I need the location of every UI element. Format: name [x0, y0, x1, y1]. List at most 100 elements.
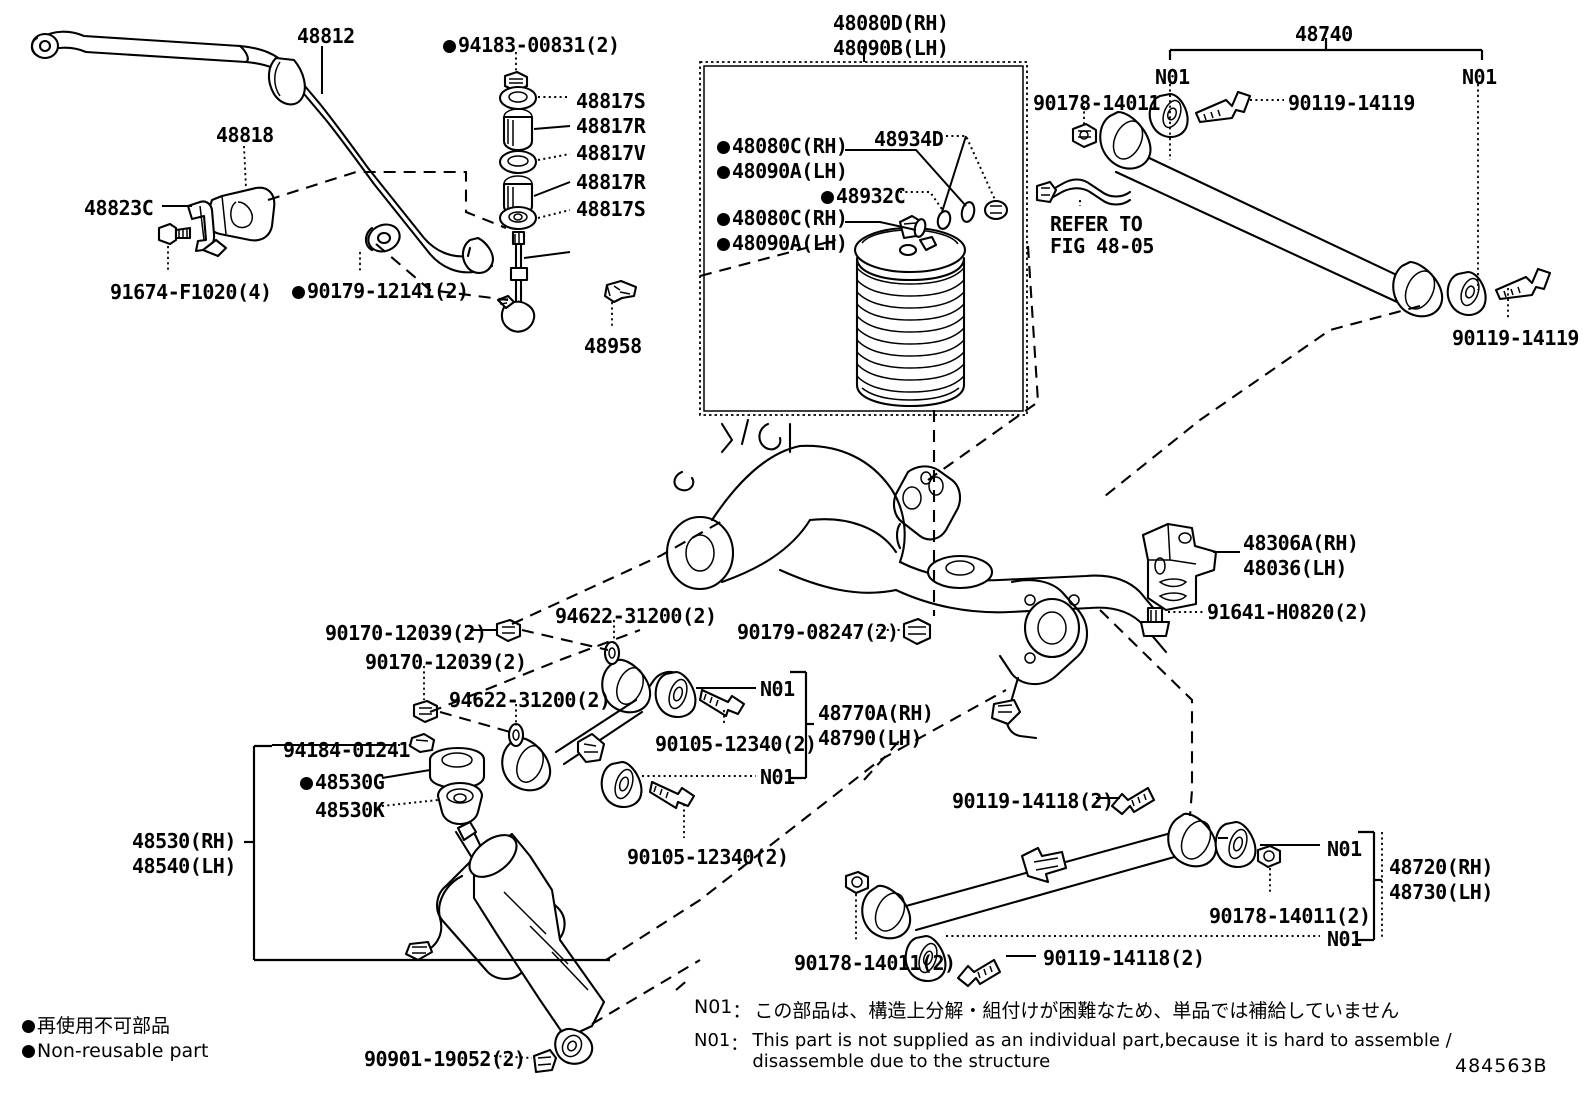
part-label-text: 48740	[1295, 22, 1353, 46]
part-label-text: 48770A(RH)	[818, 701, 934, 725]
part-label-48812: 48812	[297, 24, 355, 49]
part-label-text: 48090B(LH)	[833, 36, 949, 60]
air-spring-box	[699, 61, 1028, 416]
part-label-text: 48730(LH)	[1389, 880, 1493, 904]
part-label-90119-14118-2: 90119-14118(2)	[952, 789, 1114, 814]
part-label-text: 94183-00831(2)	[458, 33, 620, 57]
part-label-text: 48932C	[836, 184, 906, 208]
part-label-n01: N01	[760, 765, 795, 790]
lateral-rod-48740	[1099, 90, 1552, 318]
bracket-48306a	[1139, 522, 1218, 638]
part-label-90170-12039-2: 90170-12039(2)	[325, 621, 487, 646]
part-label-text: 90179-08247(2)	[737, 620, 899, 644]
part-label-text: 48530G	[315, 770, 385, 794]
legend: 再使用不可部品 Non-reusable part	[22, 1014, 208, 1064]
part-label-90119-14119: 90119-14119	[1288, 91, 1415, 116]
shock-absorber-48530	[404, 732, 606, 1074]
part-label-text: 90119-14118(2)	[1043, 946, 1205, 970]
part-label-48036-lh: 48036(LH)	[1243, 556, 1347, 581]
bracket-48770a	[790, 670, 814, 780]
bracket-48530	[244, 744, 610, 962]
part-label-text: 48080C(RH)	[732, 134, 848, 158]
part-label-94183-00831-2: 94183-00831(2)	[443, 33, 620, 58]
stabilizer-link-48830d	[496, 230, 536, 333]
air-spring-48080d	[853, 214, 967, 408]
notes-block: N01 ： この部品は、構造上分解・組付けが困難なため、単品では補給していません…	[694, 996, 1452, 1072]
part-label-48958: 48958	[584, 334, 642, 359]
part-label-text: N01	[1327, 837, 1362, 861]
part-label-90105-12340-2: 90105-12340(2)	[627, 845, 789, 870]
part-label-text: 48823C	[84, 196, 154, 220]
part-label-48080c-rh: 48080C(RH)	[717, 206, 848, 231]
stabilizer-bar-right-tail	[466, 246, 472, 258]
part-label-48090a-lh: 48090A(LH)	[717, 231, 848, 256]
part-label-text: 48036(LH)	[1243, 556, 1347, 580]
part-label-48817r: 48817R	[576, 170, 646, 195]
part-label-48770a-rh: 48770A(RH)	[818, 701, 934, 726]
note-tag-en: N01	[694, 1030, 731, 1051]
part-label-94622-31200-2: 94622-31200(2)	[449, 688, 611, 713]
part-label-text: 90105-12340(2)	[655, 732, 817, 756]
part-label-90178-14011-2: 90178-14011(2)	[794, 951, 956, 976]
part-label-text: 90178-14011(2)	[1209, 904, 1371, 928]
part-label-text: 48540(LH)	[132, 854, 236, 878]
part-label-48530k: 48530K	[315, 798, 385, 823]
bracket-48740	[1168, 38, 1484, 290]
note-text-en-2: disassemble due to the structure	[752, 1051, 1051, 1072]
part-label-text: 94622-31200(2)	[449, 688, 611, 712]
part-label-48790-lh: 48790(LH)	[818, 726, 922, 751]
part-label-48306a-rh: 48306A(RH)	[1243, 531, 1359, 556]
part-label-text: 48530K	[315, 798, 385, 822]
legend-row-jp: 再使用不可部品	[22, 1014, 208, 1039]
part-label-48818: 48818	[216, 123, 274, 148]
part-label-text: N01	[760, 677, 795, 701]
leader-lines	[162, 46, 1509, 1059]
note-row-jp: N01 ： この部品は、構造上分解・組付けが困難なため、単品では補給していません	[694, 996, 1452, 1023]
part-label-text: N01	[760, 765, 795, 789]
bracket-48720	[1358, 830, 1383, 942]
part-label-text: 90119-14119	[1452, 326, 1579, 350]
part-label-48932c: 48932C	[821, 184, 906, 209]
part-label-text: 48720(RH)	[1389, 855, 1493, 879]
part-label-text: N01	[1155, 65, 1190, 89]
part-label-text: 94184-01241	[283, 738, 410, 762]
part-label-48730-lh: 48730(LH)	[1389, 880, 1493, 905]
part-label-text: 48817V	[576, 141, 646, 165]
part-label-text: FIG 48-05	[1050, 234, 1154, 258]
part-label-text: 48817S	[576, 197, 646, 221]
part-label-48817v: 48817V	[576, 141, 646, 166]
part-label-90119-14119: 90119-14119	[1452, 326, 1579, 351]
part-label-text: 48934D	[874, 127, 944, 151]
part-label-48740: 48740	[1295, 22, 1353, 47]
part-label-text: 90178-14011	[1033, 91, 1160, 115]
note-sep-en: ：	[730, 1034, 749, 1055]
filled-circle-icon	[717, 238, 730, 251]
legend-en-text: Non-reusable part	[37, 1040, 209, 1062]
part-label-text: 90179-12141(2)	[307, 279, 469, 303]
part-label-90179-12141-2: 90179-12141(2)	[292, 279, 469, 304]
part-label-text: 90105-12340(2)	[627, 845, 789, 869]
part-label-48817r: 48817R	[576, 114, 646, 139]
filled-circle-icon	[22, 1020, 35, 1033]
washer-90178-14011-top	[1071, 122, 1098, 149]
filled-circle-icon	[821, 191, 834, 204]
bolt-91674-f1020	[157, 222, 192, 246]
part-label-48720-rh: 48720(RH)	[1389, 855, 1493, 880]
note-text-jp: この部品は、構造上分解・組付けが困難なため、単品では補給していません	[754, 1000, 1400, 1022]
part-label-text: 48080C(RH)	[732, 206, 848, 230]
part-label-90105-12340-2: 90105-12340(2)	[655, 732, 817, 757]
filled-circle-icon	[443, 40, 456, 53]
link-hardware-stack	[498, 70, 538, 231]
part-label-n01: N01	[1327, 927, 1362, 952]
part-label-n01: N01	[1155, 65, 1190, 90]
part-label-90179-08247-2: 90179-08247(2)	[737, 620, 899, 645]
part-label-text: 90119-14119	[1288, 91, 1415, 115]
legend-jp-text: 再使用不可部品	[37, 1015, 171, 1037]
part-label-text: 90170-12039(2)	[365, 650, 527, 674]
part-label-fig-48-05: FIG 48-05	[1050, 234, 1154, 259]
part-label-text: 90170-12039(2)	[325, 621, 487, 645]
air-hose-refer-fig-48-05	[1035, 178, 1132, 206]
part-label-text: 48790(LH)	[818, 726, 922, 750]
